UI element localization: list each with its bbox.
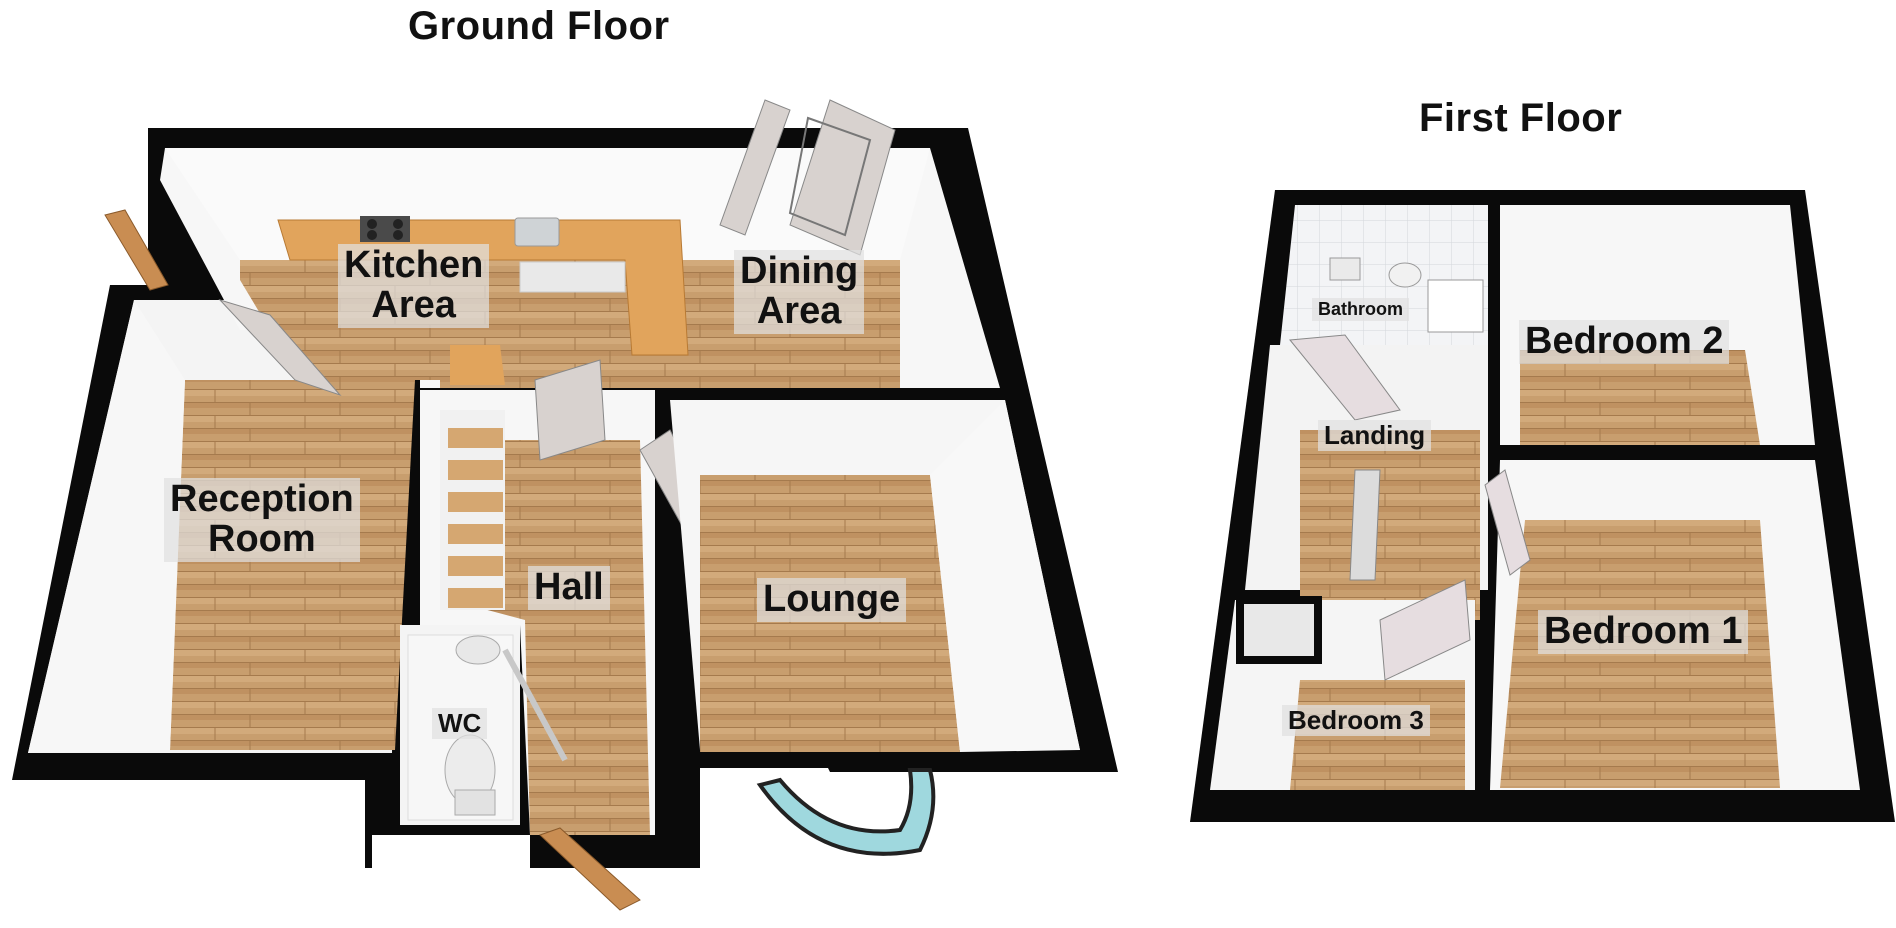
label-bedroom-3-text: Bedroom 3 xyxy=(1288,705,1424,735)
label-reception-line2: Room xyxy=(208,517,316,560)
label-reception-room: Reception Room xyxy=(164,478,360,562)
label-dining-line2: Area xyxy=(756,289,842,332)
ground-floor-title: Ground Floor xyxy=(408,4,670,49)
label-dining-area: Dining Area xyxy=(734,250,865,334)
label-hall: Hall xyxy=(528,566,610,610)
label-kitchen-line2: Area xyxy=(371,283,456,326)
label-wc: WC xyxy=(432,708,488,740)
label-kitchen-area: Kitchen Area xyxy=(338,244,490,328)
label-landing: Landing xyxy=(1318,420,1432,452)
first-floor-title-text: First Floor xyxy=(1419,96,1623,140)
label-bedroom-2: Bedroom 2 xyxy=(1519,320,1730,364)
label-hall-text: Hall xyxy=(534,566,604,608)
label-bedroom-1-text: Bedroom 1 xyxy=(1544,610,1743,652)
label-dining-line1: Dining xyxy=(740,250,859,292)
label-reception-line1: Reception xyxy=(170,478,354,520)
label-bedroom-1: Bedroom 1 xyxy=(1538,610,1749,654)
label-kitchen-line1: Kitchen xyxy=(344,244,484,286)
staircase xyxy=(440,410,505,610)
first-floor-title: First Floor xyxy=(1419,96,1622,141)
label-landing-text: Landing xyxy=(1324,420,1426,450)
label-bathroom: Bathroom xyxy=(1312,298,1409,321)
front-door xyxy=(539,827,641,911)
label-bedroom-2-text: Bedroom 2 xyxy=(1525,320,1724,362)
patio-door-left xyxy=(719,99,791,236)
ground-floor-title-text: Ground Floor xyxy=(408,4,670,48)
label-lounge-text: Lounge xyxy=(763,578,901,620)
label-bathroom-text: Bathroom xyxy=(1318,299,1403,319)
label-bedroom-3: Bedroom 3 xyxy=(1282,705,1430,737)
side-door xyxy=(104,209,169,291)
bay-window xyxy=(756,768,936,856)
label-lounge: Lounge xyxy=(757,578,907,622)
reception-room-floor xyxy=(170,380,415,750)
label-wc-text: WC xyxy=(438,708,482,738)
